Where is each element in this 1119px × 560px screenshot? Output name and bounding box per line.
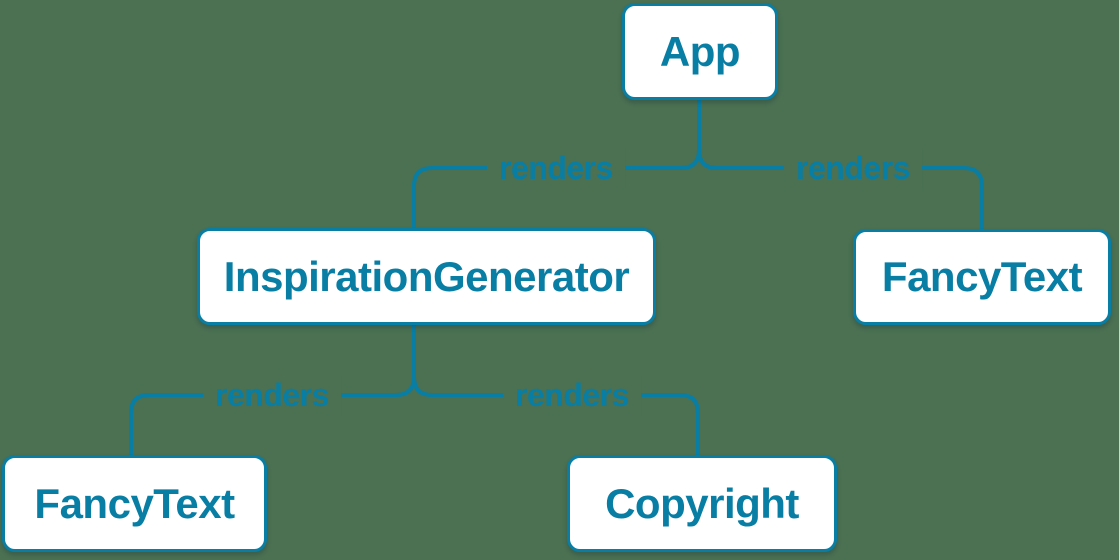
node-app-label: App xyxy=(659,27,741,75)
edge-label-app-inspiration-generator: renders xyxy=(487,149,625,187)
node-inspiration-generator: InspirationGenerator xyxy=(197,228,656,325)
node-fancy-text-top-label: FancyText xyxy=(881,253,1083,300)
node-copyright: Copyright xyxy=(567,455,837,552)
edge-label-app-fancy-text-top: renders xyxy=(784,149,922,187)
node-copyright-label: Copyright xyxy=(605,479,799,527)
node-fancy-text-bottom: FancyText xyxy=(2,455,267,552)
node-app: App xyxy=(622,3,778,100)
node-fancy-text-bottom-label: FancyText xyxy=(34,479,235,527)
node-inspiration-generator-label: InspirationGenerator xyxy=(223,252,630,300)
node-fancy-text-top: FancyText xyxy=(853,229,1111,325)
edge-label-inspiration-generator-fancy-text-bottom: renders xyxy=(203,376,341,414)
edge-label-inspiration-generator-copyright: renders xyxy=(503,376,641,414)
